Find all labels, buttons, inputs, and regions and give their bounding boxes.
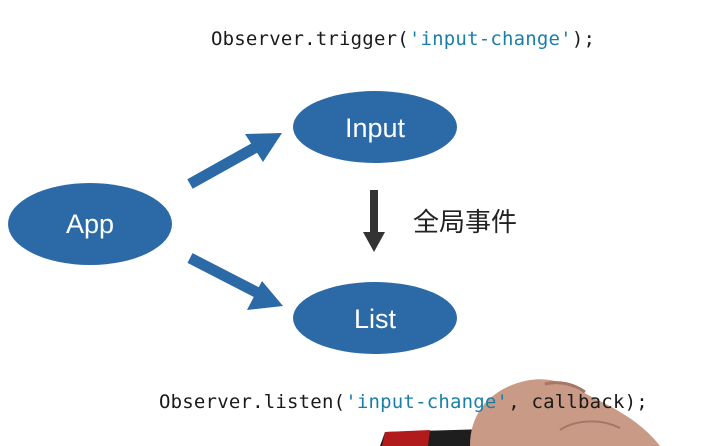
app-node-label: App [66, 209, 114, 239]
trigger-code-suffix: ); [571, 28, 596, 50]
listen-code-suffix: , callback); [508, 391, 648, 413]
trigger-code-line: Observer.trigger('input-change'); [211, 28, 595, 50]
listen-code-prefix: Observer.listen( [159, 391, 346, 413]
app-to-input-arrow [187, 133, 282, 189]
input-node-label: Input [345, 113, 406, 143]
input-node [293, 91, 457, 163]
hand-with-pen-illustration [380, 379, 660, 446]
global-event-down-arrow [363, 190, 385, 252]
list-node [293, 282, 457, 354]
listen-code-line: Observer.listen('input-change', callback… [159, 391, 648, 413]
trigger-code-prefix: Observer.trigger( [211, 28, 409, 50]
app-node [8, 183, 172, 265]
listen-event-string: 'input-change' [345, 391, 509, 413]
app-to-list-arrow [187, 253, 283, 310]
trigger-event-string: 'input-change' [408, 28, 572, 50]
list-node-label: List [354, 304, 397, 334]
global-event-label: 全局事件 [413, 208, 518, 238]
